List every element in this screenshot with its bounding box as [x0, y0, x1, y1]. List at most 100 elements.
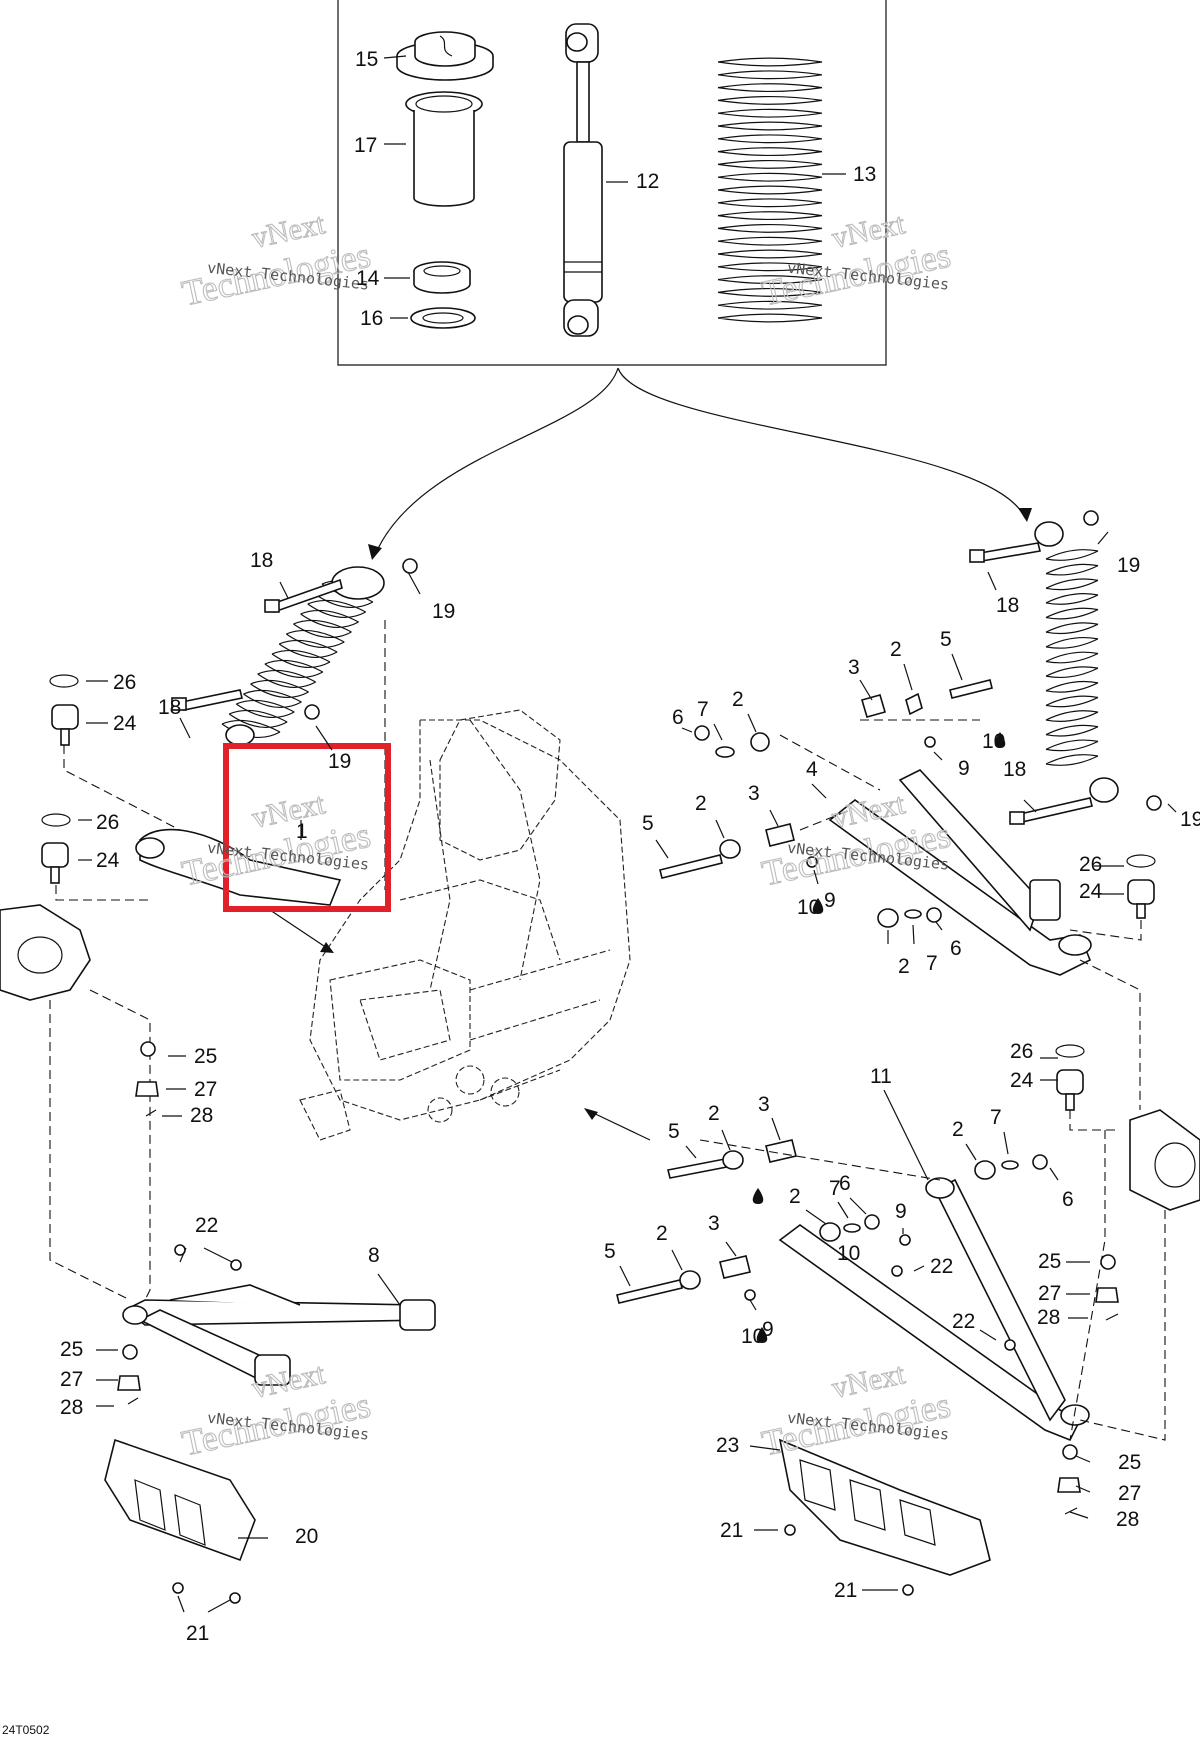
callout-left-lower-22: 22 — [195, 1214, 218, 1237]
lower-a-arm — [616, 1044, 1200, 1515]
leader-line — [883, 1089, 929, 1181]
callout-lower-arm-11: 11 — [870, 1065, 892, 1088]
callout-lower-arm-28: 28 — [1037, 1306, 1060, 1329]
callout-left-shock-1: 1 — [296, 820, 308, 843]
leader-line — [377, 1273, 401, 1306]
leader-line — [965, 1143, 977, 1161]
callout-lower-arm-5: 5 — [604, 1240, 616, 1263]
leader-line — [713, 723, 723, 741]
washer-part — [410, 307, 476, 329]
left-lower-arm — [104, 1244, 436, 1604]
callout-lower-arm-9: 9 — [895, 1200, 907, 1223]
shock-parts-box — [337, 0, 1032, 560]
leader-line — [1049, 1167, 1059, 1181]
leader-line — [749, 1299, 757, 1311]
callout-lower-arm-2: 2 — [952, 1118, 964, 1141]
leader-line — [805, 1209, 827, 1225]
callout-right-shock-19: 19 — [1117, 554, 1140, 577]
callout-lower-arm-22: 22 — [952, 1310, 975, 1333]
callout-right-lower-21: 21 — [720, 1519, 743, 1542]
leader-line — [813, 869, 819, 885]
diagram-code: 24T0502 — [2, 1723, 50, 1737]
upper-a-arm — [659, 679, 1156, 1110]
callout-upper-arm-3: 3 — [848, 656, 860, 679]
callout-upper-arm-2: 2 — [898, 955, 910, 978]
leader-line — [935, 921, 943, 931]
callout-upper-arm-26: 26 — [1079, 853, 1102, 876]
callout-upper-arm-2: 2 — [890, 638, 902, 661]
ball-joint-lower — [41, 813, 71, 884]
callout-left-knuckle-27: 27 — [194, 1078, 217, 1101]
coil-spring-part — [717, 57, 823, 323]
callout-upper-arm-5: 5 — [642, 812, 654, 835]
callout-upper-arm-24: 24 — [1079, 880, 1103, 903]
callout-upper-arm-5: 5 — [940, 628, 952, 651]
callout-left-lower-27: 27 — [60, 1368, 83, 1391]
leader-line — [811, 783, 827, 799]
callout-upper-arm-4: 4 — [806, 758, 818, 781]
callout-upper-arm-7: 7 — [926, 952, 938, 975]
leader-line — [1075, 1485, 1091, 1493]
callout-left-lower-8: 8 — [368, 1244, 380, 1267]
leader-line — [177, 1595, 185, 1613]
callout-left-lower-21: 21 — [186, 1622, 209, 1645]
callout-right-lower-27: 27 — [1118, 1482, 1141, 1505]
callout-lower-arm-3: 3 — [708, 1212, 720, 1235]
callout-right-shock-18: 18 — [996, 594, 1019, 617]
callout-right-lower-21: 21 — [834, 1579, 857, 1602]
callout-left-lower-28: 28 — [60, 1396, 83, 1419]
callout-left-shock-26: 26 — [96, 811, 119, 834]
callout-left-knuckle-25: 25 — [194, 1045, 217, 1068]
callout-lower-arm-10: 10 — [741, 1325, 764, 1348]
leader-line — [721, 1129, 731, 1151]
chassis-frame — [269, 709, 651, 1141]
callout-upper-arm-3: 3 — [748, 782, 760, 805]
left-shock-assembly — [0, 558, 418, 1311]
leader-line — [725, 1241, 737, 1257]
callout-right-lower-25: 25 — [1118, 1451, 1141, 1474]
callout-right-lower-28: 28 — [1116, 1508, 1139, 1531]
leader-line — [179, 717, 191, 739]
leader-line — [655, 839, 669, 859]
callout-top-box-12: 12 — [636, 170, 659, 193]
leader-line — [913, 1265, 925, 1272]
leader-line — [1097, 531, 1109, 545]
leader-line — [671, 1249, 683, 1271]
ball-joint-upper — [49, 674, 79, 746]
right-shock-assembly — [969, 510, 1162, 825]
oil-drop-icon — [756, 1327, 768, 1343]
callout-lower-arm-10: 10 — [837, 1242, 860, 1265]
callout-left-shock-19: 19 — [432, 600, 455, 623]
leader-line — [903, 663, 913, 691]
callout-left-shock-18: 18 — [158, 696, 181, 719]
leader-line — [179, 1247, 187, 1263]
leader-line — [1069, 1511, 1089, 1519]
callout-upper-arm-9: 9 — [958, 757, 970, 780]
leader-line — [837, 1201, 849, 1219]
leader-line — [383, 55, 407, 59]
leader-line — [912, 924, 915, 945]
leader-line — [769, 809, 779, 827]
right-skid-plate — [778, 1438, 991, 1596]
leader-line — [849, 1197, 867, 1215]
callout-upper-arm-6: 6 — [950, 937, 962, 960]
callout-lower-arm-2: 2 — [708, 1102, 720, 1125]
callout-lower-arm-3: 3 — [758, 1093, 770, 1116]
callout-lower-arm-7: 7 — [829, 1177, 841, 1200]
callout-top-box-17: 17 — [354, 134, 377, 157]
leader-line — [681, 727, 693, 733]
oil-drop-icon — [994, 732, 1006, 748]
leader-line — [749, 1445, 781, 1451]
leader-line — [1003, 1131, 1009, 1155]
callout-left-shock-18: 18 — [250, 549, 273, 572]
callout-lower-arm-6: 6 — [839, 1172, 851, 1195]
oil-drop-icon — [812, 898, 824, 914]
leader-line — [951, 653, 963, 681]
leader-line — [315, 725, 333, 751]
leader-line — [771, 1117, 781, 1141]
leader-line — [207, 1599, 231, 1613]
callout-lower-arm-2: 2 — [789, 1185, 801, 1208]
leader-line — [1023, 799, 1037, 813]
